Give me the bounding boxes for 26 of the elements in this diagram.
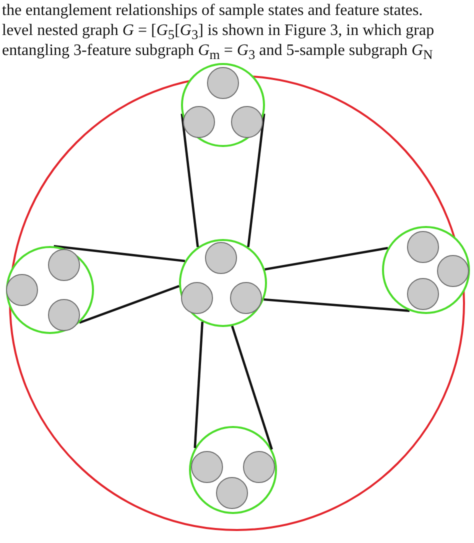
connector-line (231, 326, 273, 450)
vertex-circle (48, 298, 80, 330)
vertex-circle (436, 254, 468, 286)
connector-line (54, 245, 186, 262)
connector-line (194, 322, 204, 448)
vertex-circle (181, 282, 213, 314)
vertex-circle (182, 106, 214, 138)
vertex-circle (230, 282, 262, 314)
vertex-circle (216, 477, 248, 509)
vertex-circle (406, 278, 438, 310)
vertex-circle (406, 230, 438, 262)
text-line: entangling 3-feature subgraph G$_{m}$ = G$_{3}$ and 5-sample subgraph G$_{N}$ (2, 41, 433, 64)
text-line: the entanglement relationships of sample states and feature states. (2, 1, 423, 21)
connector-line (247, 114, 266, 248)
connector-line (79, 285, 180, 324)
connector-line (264, 298, 410, 312)
vertex-circle (48, 248, 80, 280)
vertex-circle (205, 242, 237, 274)
text-line: level nested graph G = [G$_{5}$[G$_{3}$] is shown in Figure 3, in which grap (2, 21, 434, 44)
vertex-circle (243, 451, 275, 483)
vertex-circle (191, 451, 223, 483)
vertex-circle (6, 274, 38, 306)
connector-line (264, 246, 388, 271)
connector-line (180, 114, 199, 248)
vertex-circle (206, 66, 238, 98)
vertex-circle (230, 106, 262, 138)
